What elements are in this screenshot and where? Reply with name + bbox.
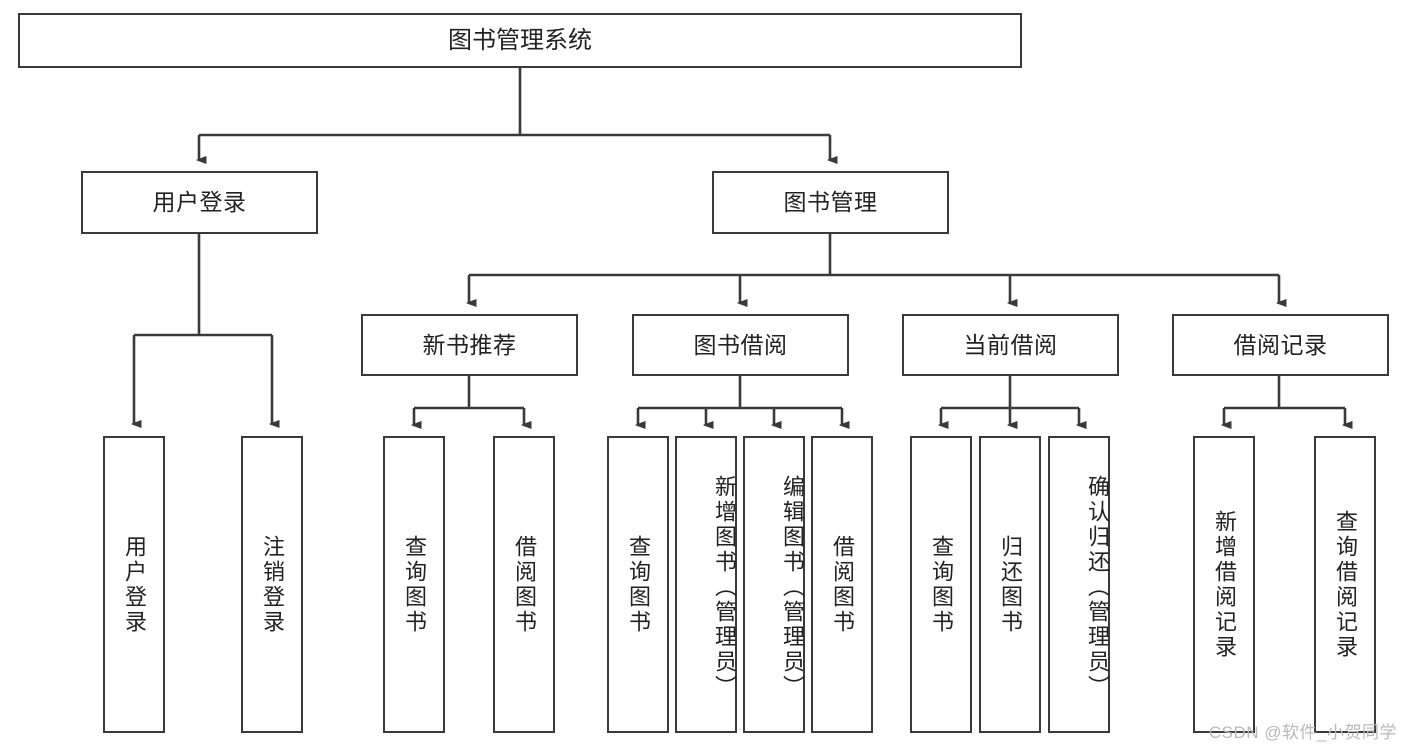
leaf-borrow-book-1[interactable]: 借阅图书: [493, 436, 555, 733]
node-new-book-recommend[interactable]: 新书推荐: [361, 314, 578, 376]
leaf-query-book-1[interactable]: 查询图书: [383, 436, 445, 733]
leaf-confirm-return-admin[interactable]: 确认归还（管理员）: [1048, 436, 1110, 733]
leaf-query-book-2-label: 查询图书: [626, 534, 651, 635]
leaf-query-borrow-record[interactable]: 查询借阅记录: [1314, 436, 1376, 733]
leaf-add-borrow-record-label: 新增借阅记录: [1212, 509, 1237, 660]
leaf-borrow-book-1-label: 借阅图书: [512, 534, 537, 635]
node-new-book-recommend-label: 新书推荐: [422, 331, 517, 358]
node-book-manage[interactable]: 图书管理: [712, 171, 949, 234]
leaf-return-book-label: 归还图书: [998, 534, 1023, 635]
leaf-edit-book-admin[interactable]: 编辑图书（管理员）: [743, 436, 805, 733]
leaf-logout-login-label: 注销登录: [260, 534, 285, 635]
node-borrow-record[interactable]: 借阅记录: [1172, 314, 1389, 376]
leaf-query-book-2[interactable]: 查询图书: [607, 436, 669, 733]
leaf-logout-login[interactable]: 注销登录: [241, 436, 303, 733]
leaf-query-book-3[interactable]: 查询图书: [910, 436, 972, 733]
leaf-confirm-return-admin-label: 确认归还（管理员）: [1085, 475, 1110, 700]
leaf-add-borrow-record[interactable]: 新增借阅记录: [1193, 436, 1255, 733]
csdn-watermark: CSDN @软件_小贺同学: [1208, 723, 1397, 742]
node-root[interactable]: 图书管理系统: [18, 13, 1022, 68]
leaf-borrow-book-2-label: 借阅图书: [830, 534, 855, 635]
node-user-login-label: 用户登录: [152, 189, 247, 215]
node-book-manage-label: 图书管理: [783, 189, 878, 215]
leaf-edit-book-admin-label: 编辑图书（管理员）: [780, 475, 805, 700]
leaf-query-borrow-record-label: 查询借阅记录: [1333, 509, 1358, 660]
node-root-label: 图书管理系统: [448, 26, 592, 54]
leaf-user-login-label: 用户登录: [122, 534, 147, 635]
leaf-add-book-admin-label: 新增图书（管理员）: [712, 475, 737, 700]
leaf-return-book[interactable]: 归还图书: [979, 436, 1041, 733]
node-user-login[interactable]: 用户登录: [81, 171, 318, 234]
node-book-borrow-label: 图书借阅: [693, 331, 788, 358]
leaf-query-book-1-label: 查询图书: [402, 534, 427, 635]
leaf-query-book-3-label: 查询图书: [929, 534, 954, 635]
leaf-borrow-book-2[interactable]: 借阅图书: [811, 436, 873, 733]
node-book-borrow[interactable]: 图书借阅: [632, 314, 849, 376]
leaf-add-book-admin[interactable]: 新增图书（管理员）: [675, 436, 737, 733]
node-current-borrow[interactable]: 当前借阅: [902, 314, 1119, 376]
node-current-borrow-label: 当前借阅: [963, 331, 1058, 358]
node-borrow-record-label: 借阅记录: [1233, 331, 1328, 358]
leaf-user-login[interactable]: 用户登录: [103, 436, 165, 733]
